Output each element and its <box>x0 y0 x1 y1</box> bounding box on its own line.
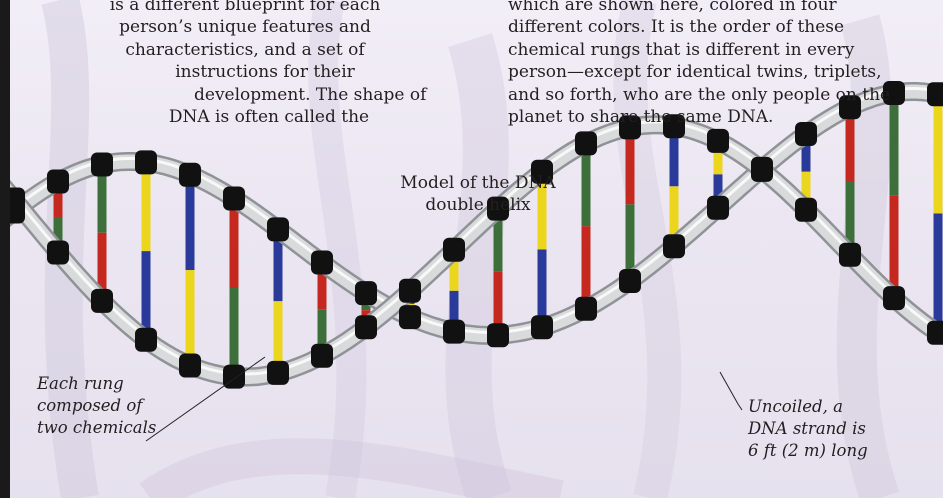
helix-connector-clip <box>487 323 509 347</box>
rungs-line-4: person—except for identical twins, tripl… <box>508 61 938 83</box>
intro-line-5: development. The shape of <box>90 84 400 106</box>
model-caption-line-2: double helix <box>388 194 568 216</box>
rung-annotation-line-1: Each rung <box>37 373 156 395</box>
helix-connector-clip <box>795 198 817 222</box>
intro-line-1: is a different blueprint for each <box>90 0 400 16</box>
helix-connector-clip <box>311 344 333 368</box>
helix-connector-clip <box>619 269 641 293</box>
helix-connector-clip <box>91 289 113 313</box>
helix-connector-clip <box>223 365 245 389</box>
helix-connector-clip <box>707 129 729 153</box>
helix-connector-clip <box>267 361 289 385</box>
helix-connector-clip <box>707 196 729 220</box>
rung-annotation-line-3: two chemicals <box>37 417 156 439</box>
helix-connector-clip <box>927 321 943 345</box>
helix-connector-clip <box>179 163 201 187</box>
helix-connector-clip <box>575 297 597 321</box>
helix-connector-clip <box>179 354 201 378</box>
helix-connector-clip <box>135 328 157 352</box>
intro-line-6: DNA is often called the <box>90 106 400 128</box>
helix-connector-clip <box>575 131 597 155</box>
intro-line-3: characteristics, and a set of <box>90 39 400 61</box>
helix-connector-clip <box>47 170 69 194</box>
model-caption: Model of the DNA double helix <box>388 172 568 216</box>
rungs-line-6: planet to share the same DNA. <box>508 106 938 128</box>
helix-connector-clip <box>443 320 465 344</box>
rungs-line-1: which are shown here, colored in four <box>508 0 938 16</box>
helix-connector-clip <box>355 315 377 339</box>
rung-annotation-line-2: composed of <box>37 395 156 417</box>
helix-connector-clip <box>399 305 421 329</box>
helix-connector-clip <box>91 153 113 177</box>
intro-line-4: instructions for their <box>90 61 400 83</box>
rungs-paragraph: which are shown here, colored in four di… <box>508 0 938 128</box>
rung-annotation: Each rung composed of two chemicals <box>37 373 156 439</box>
helix-connector-clip <box>135 150 157 174</box>
rungs-line-2: different colors. It is the order of the… <box>508 16 938 38</box>
rungs-line-3: chemical rungs that is different in ever… <box>508 39 938 61</box>
helix-connector-clip <box>663 234 685 258</box>
helix-connector-clip <box>47 241 69 265</box>
helix-connector-clip <box>443 238 465 262</box>
length-annotation: Uncoiled, a DNA strand is 6 ft (2 m) lon… <box>748 396 868 462</box>
helix-connector-clip <box>267 217 289 241</box>
helix-connector-clip <box>839 243 861 267</box>
length-annotation-line-1: Uncoiled, a <box>748 396 868 418</box>
helix-connector-clip <box>223 187 245 211</box>
model-caption-line-1: Model of the DNA <box>388 172 568 194</box>
intro-line-2: person’s unique features and <box>90 16 400 38</box>
helix-connector-clip <box>883 286 905 310</box>
helix-connector-clip <box>751 158 773 182</box>
helix-connector-clip <box>399 279 421 303</box>
helix-connector-clip <box>311 251 333 275</box>
length-annotation-line-2: DNA strand is <box>748 418 868 440</box>
helix-connector-clip <box>531 315 553 339</box>
rungs-line-5: and so forth, who are the only people on… <box>508 84 938 106</box>
page-edge-border <box>0 0 10 498</box>
helix-connector-clip <box>355 281 377 305</box>
intro-paragraph: is a different blueprint for each person… <box>90 0 400 128</box>
length-annotation-line-3: 6 ft (2 m) long <box>748 440 868 462</box>
